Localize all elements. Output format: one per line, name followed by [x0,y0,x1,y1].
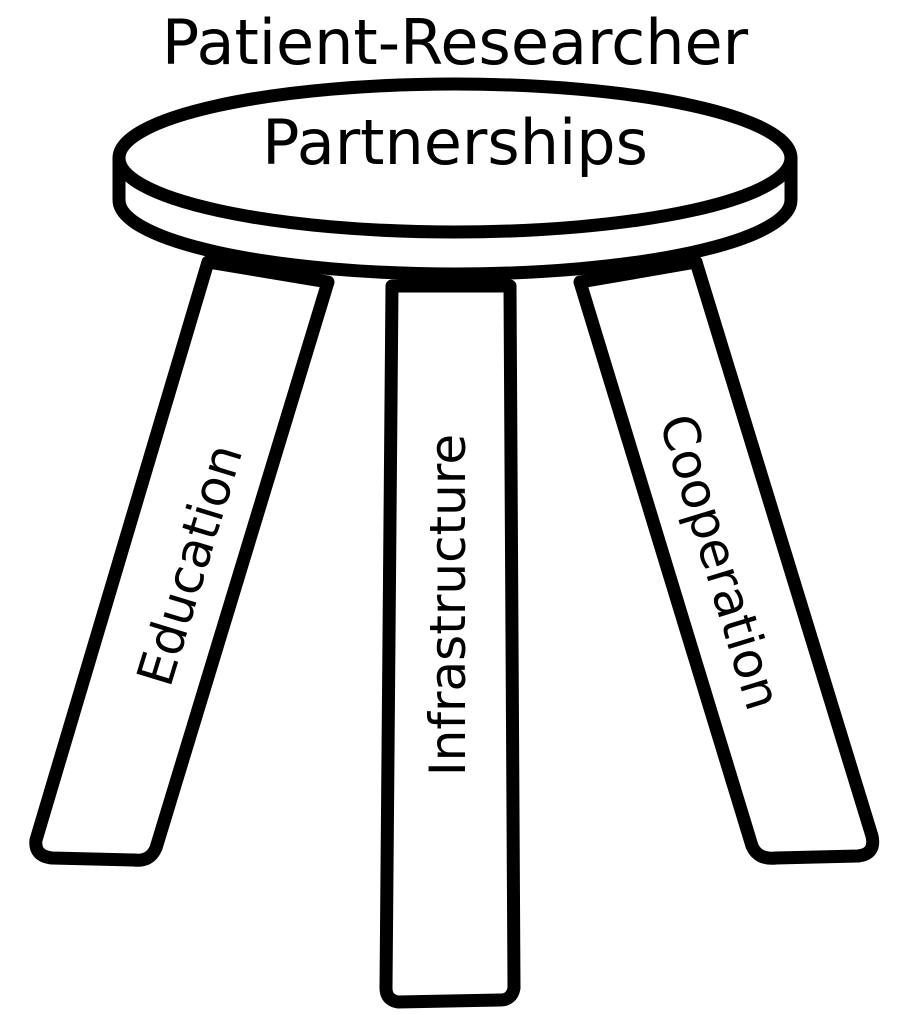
stool-seat-top [112,77,798,239]
title-line-1: Patient-Researcher [162,6,749,79]
leg-left [29,255,335,867]
leg-middle [379,279,521,1009]
title-line-2: Partnerships [262,106,648,179]
leg-right [573,255,880,865]
leg-middle-label: Infrastructure [419,434,477,776]
